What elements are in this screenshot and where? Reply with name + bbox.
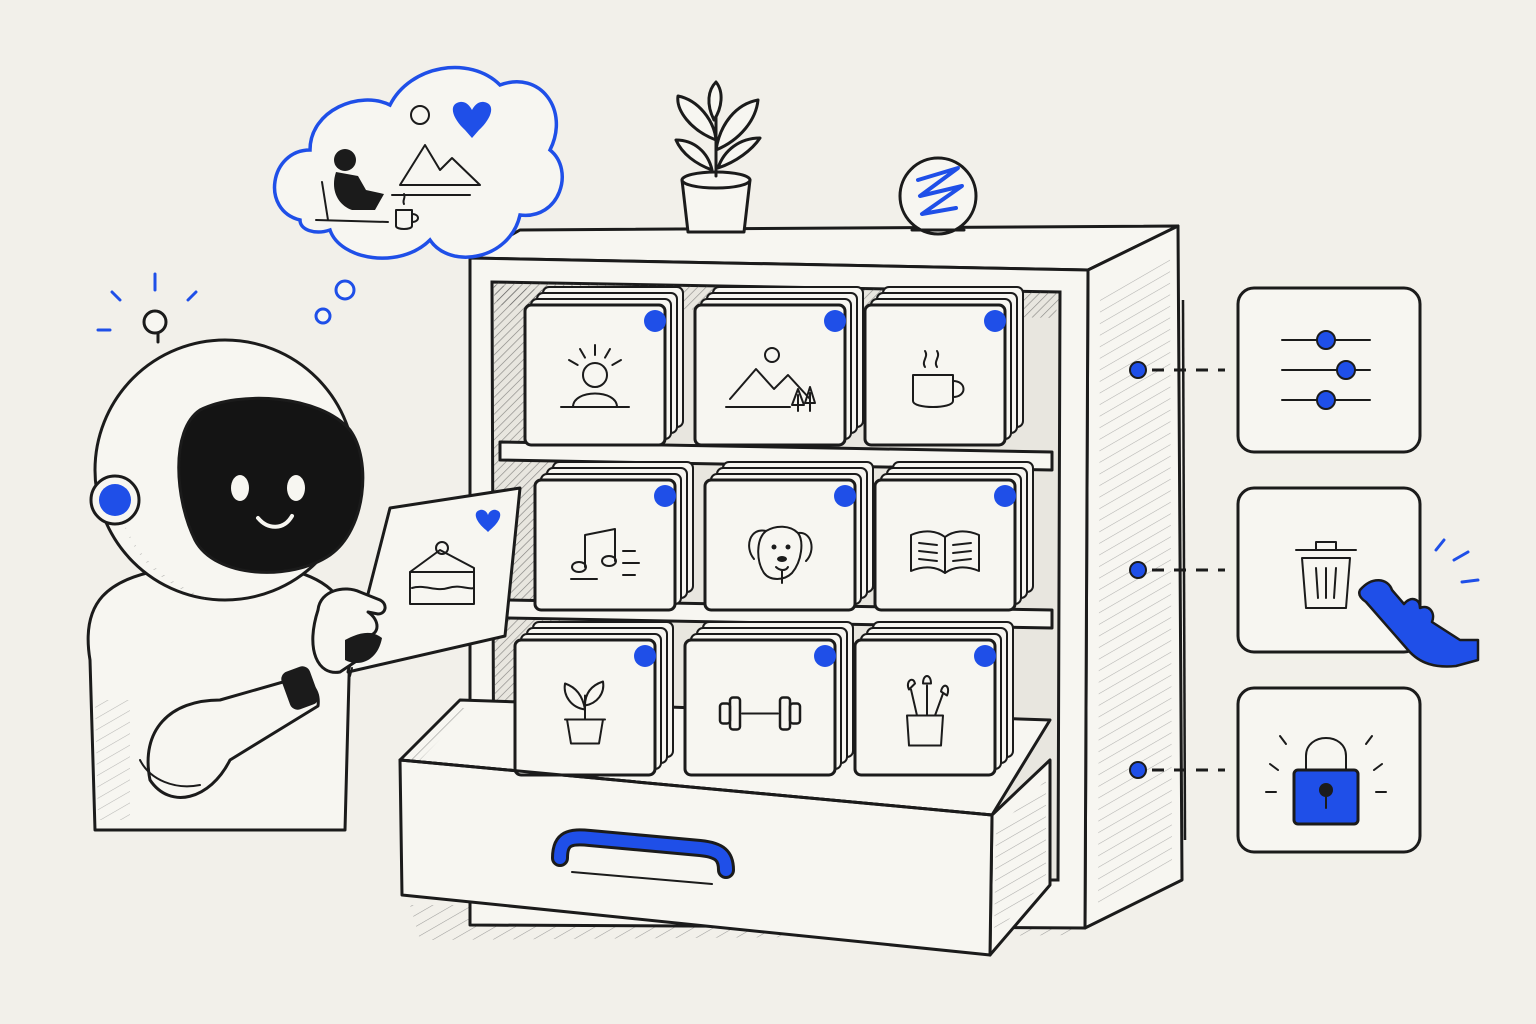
trash-icon (1295, 541, 1357, 609)
robot-antenna (142, 309, 168, 335)
held-card[interactable] (346, 486, 522, 677)
potted-plant-icon (563, 680, 606, 745)
card-pin (644, 310, 666, 332)
person-sun-icon (560, 344, 630, 408)
sliders-control[interactable] (1129, 286, 1422, 454)
memory-card[interactable] (873, 461, 1034, 612)
memory-cards (523, 286, 1034, 612)
cake-slice-icon (409, 541, 475, 605)
card-pin (634, 645, 656, 667)
coffee-icon (395, 193, 419, 230)
card-pin (814, 645, 836, 667)
heart-badge-icon (475, 509, 501, 532)
memory-card[interactable] (693, 286, 864, 447)
connector-dot (1129, 361, 1147, 379)
control-panel (1129, 286, 1480, 854)
memory-card[interactable] (853, 621, 1014, 777)
lock-control[interactable] (1129, 686, 1422, 854)
memory-card[interactable] (683, 621, 854, 777)
robot (86, 65, 564, 832)
card-pin (984, 310, 1006, 332)
card-pin (834, 485, 856, 507)
memory-card[interactable] (703, 461, 874, 612)
card-pin (994, 485, 1016, 507)
thought-cloud (272, 65, 564, 260)
coffee-cup-icon (912, 350, 965, 408)
drawer-cards (513, 621, 1014, 777)
memory-card[interactable] (513, 621, 674, 777)
paint-brushes-icon (906, 675, 950, 747)
memory-card[interactable] (533, 461, 694, 612)
sliders-icon (1281, 330, 1371, 410)
mountain-landscape-icon (725, 347, 816, 412)
memory-card[interactable] (523, 286, 684, 447)
connector-dot (1129, 761, 1147, 779)
connector-dot (1129, 561, 1147, 579)
memory-card[interactable] (863, 286, 1024, 447)
open-book-icon (910, 530, 980, 574)
drawer-handle[interactable] (551, 828, 735, 885)
crystal-ball-on-cabinet (898, 156, 978, 236)
person-relaxing-icon (315, 149, 389, 223)
card-pin (824, 310, 846, 332)
pointing-hand-icon (1358, 538, 1480, 668)
dog-icon (748, 525, 813, 584)
drawer-lip (398, 758, 994, 817)
robot-hand (311, 587, 387, 674)
lock-icon (1265, 735, 1387, 826)
heart-icon (452, 101, 492, 138)
card-pin (974, 645, 996, 667)
dumbbell-icon (718, 696, 802, 731)
potted-plant-on-cabinet (674, 80, 762, 234)
music-note-icon (570, 528, 640, 580)
card-pin (654, 485, 676, 507)
robot-face (177, 396, 365, 574)
